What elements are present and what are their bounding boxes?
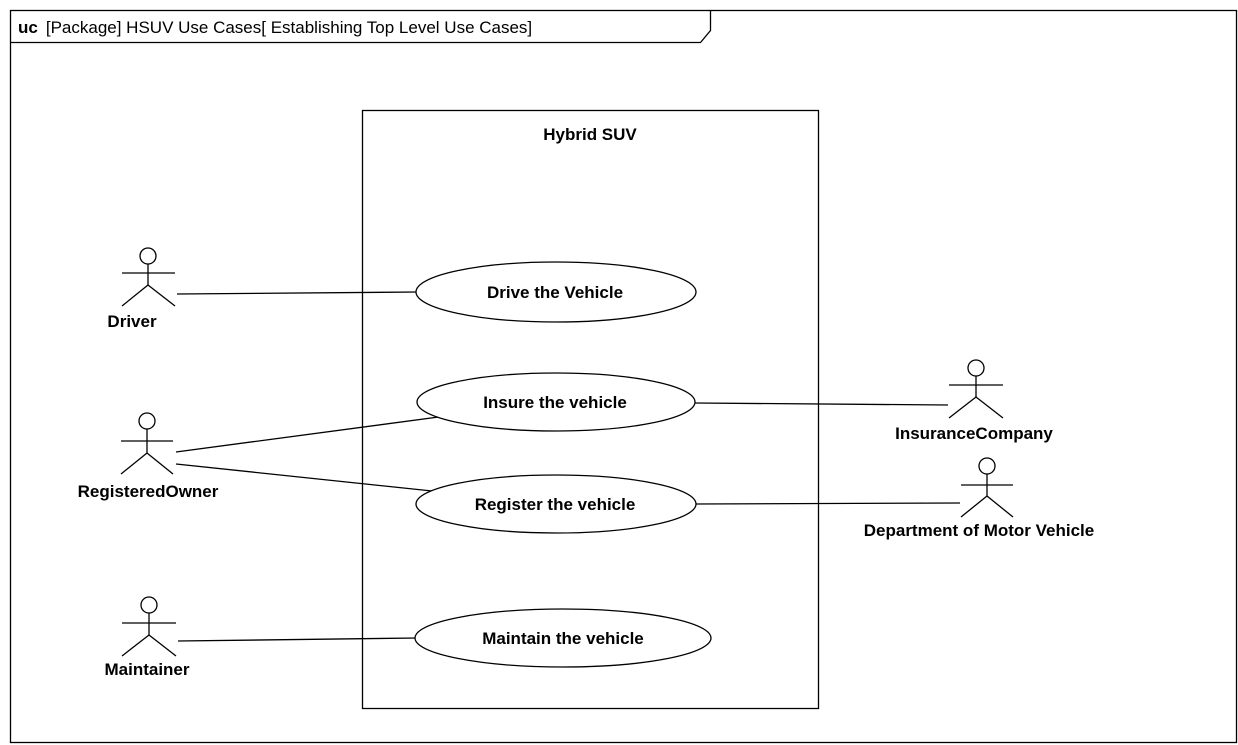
association-insure-insurancecompany — [694, 402, 949, 406]
use-case-label: Register the vehicle — [475, 495, 636, 514]
use-case-insure[interactable]: Insure the vehicle — [416, 372, 696, 432]
use-case-register[interactable]: Register the vehicle — [415, 474, 697, 534]
use-case-label: Drive the Vehicle — [487, 283, 623, 302]
stick-figure-icon — [948, 359, 1004, 419]
frame-kind: uc — [18, 18, 38, 37]
actor-label: Department of Motor Vehicle — [864, 521, 1094, 540]
stick-figure-icon — [121, 247, 176, 307]
use-case-ellipse — [415, 474, 697, 534]
stick-figure-icon — [960, 457, 1014, 518]
use-case-ellipse — [415, 261, 697, 323]
system-boundary-label: Hybrid SUV — [543, 125, 637, 144]
frame-title: uc [Package] HSUV Use Cases[ Establishing… — [18, 18, 532, 37]
actor-label: RegisteredOwner — [78, 482, 219, 501]
actor-registered-owner[interactable]: RegisteredOwner — [78, 412, 219, 501]
stick-figure-icon — [121, 596, 177, 657]
stick-figure-icon — [120, 412, 174, 475]
actor-insurance-company[interactable]: InsuranceCompany — [895, 359, 1053, 443]
actor-label: InsuranceCompany — [895, 424, 1053, 443]
association-driver-drive — [176, 291, 418, 295]
use-case-ellipse — [414, 608, 712, 668]
frame-title-tab — [10, 10, 712, 44]
actor-label: Maintainer — [104, 660, 189, 679]
association-maintainer-maintain — [177, 637, 419, 642]
use-case-label: Insure the vehicle — [483, 393, 627, 412]
use-case-ellipse — [416, 372, 696, 432]
actor-maintainer[interactable]: Maintainer — [104, 596, 190, 679]
use-case-label: Maintain the vehicle — [482, 629, 644, 648]
frame-title-text: [Package] HSUV Use Cases[ Establishing T… — [46, 18, 532, 37]
use-case-maintain[interactable]: Maintain the vehicle — [414, 608, 712, 668]
actor-driver[interactable]: Driver — [107, 247, 176, 331]
association-owner-register — [175, 463, 433, 492]
actor-label: Driver — [107, 312, 157, 331]
use-case-drive[interactable]: Drive the Vehicle — [415, 261, 697, 323]
association-owner-insure — [175, 415, 447, 453]
actor-dmv[interactable]: Department of Motor Vehicle — [864, 457, 1094, 540]
association-register-dmv — [695, 502, 961, 505]
system-boundary — [361, 109, 820, 710]
